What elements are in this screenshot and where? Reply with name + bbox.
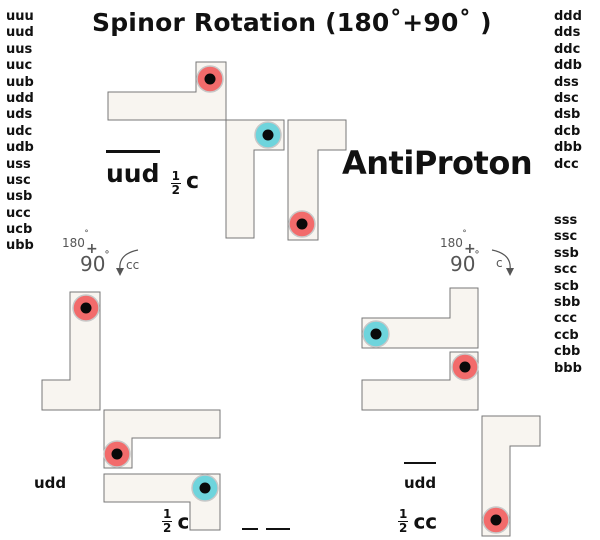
rot-left-plus: + xyxy=(86,241,98,257)
cyan-spin-ball xyxy=(191,474,219,502)
left-combo-item: udd xyxy=(6,90,34,106)
red-spin-ball xyxy=(72,294,100,322)
top-fraction: 1 2 xyxy=(170,169,181,197)
cyan-spin-ball xyxy=(362,320,390,348)
rot-right-deg1: ˚ xyxy=(462,230,467,241)
bottom-right-fraction-den: 2 xyxy=(399,521,408,535)
right-combo-b-item: ccb xyxy=(554,327,579,343)
cw-arrow-icon xyxy=(491,249,514,276)
particle-label: AntiProton xyxy=(342,144,533,182)
red-spin-ball xyxy=(482,506,510,534)
red-spin-ball xyxy=(288,210,316,238)
bottom-left-fraction-num: 1 xyxy=(162,507,173,522)
bottom-right-fraction-num: 1 xyxy=(398,507,409,522)
left-combo-item: uud xyxy=(6,25,34,41)
right-combo-a-item: dbb xyxy=(554,140,582,156)
rot-left-deg1: ˚ xyxy=(84,230,89,241)
right-combo-b-item: sss xyxy=(554,213,578,228)
piece-left-c xyxy=(103,473,221,531)
left-combo-item: uuc xyxy=(6,58,33,74)
top-fraction-den: 2 xyxy=(171,183,180,197)
bottom-right-spin: 1 2 cc xyxy=(398,508,437,535)
top-spin-dir: c xyxy=(186,169,200,194)
right-combo-a-item: dss xyxy=(554,74,579,90)
top-quark-label: uud 1 2 c xyxy=(106,150,200,197)
rot-left-90: 90 xyxy=(80,252,106,276)
piece-right-a xyxy=(361,287,479,349)
red-spin-ball xyxy=(451,353,479,381)
bottom-right-quark: udd xyxy=(404,462,437,492)
right-combo-a-item: dsb xyxy=(554,107,581,123)
left-combo-item: uds xyxy=(6,107,33,123)
top-fraction-num: 1 xyxy=(170,169,181,184)
bar-mark-2 xyxy=(266,528,290,530)
bar-mark-1 xyxy=(242,528,258,530)
rot-left-180: 180 xyxy=(62,236,85,250)
left-combo-item: ubb xyxy=(6,238,34,254)
piece-right-c xyxy=(481,415,541,537)
piece-left-b xyxy=(103,409,221,469)
left-combo-item: uss xyxy=(6,156,31,172)
right-combo-b-item: scc xyxy=(554,262,578,278)
bottom-left-spin-dir: c xyxy=(177,509,190,534)
right-combo-a-item: ddd xyxy=(554,9,582,24)
left-combo-item: ucc xyxy=(6,205,31,221)
left-combo-item: uuu xyxy=(6,9,34,24)
right-combo-a-item: dcc xyxy=(554,156,579,172)
bottom-left-spin: 1 2 c xyxy=(162,508,189,535)
red-spin-ball xyxy=(196,65,224,93)
cyan-spin-ball xyxy=(254,121,282,149)
right-combo-b-item: sbb xyxy=(554,294,581,310)
right-combo-a-item: ddc xyxy=(554,41,581,57)
rot-left-deg2: ˚ xyxy=(104,250,110,264)
rot-right-180: 180 xyxy=(440,236,463,250)
right-combo-b-item: cbb xyxy=(554,344,581,360)
rot-right-deg2: ˚ xyxy=(474,250,480,264)
red-spin-ball xyxy=(103,440,131,468)
rot-left-dir: cc xyxy=(126,258,140,272)
left-combo-item: usb xyxy=(6,189,33,205)
bottom-left-fraction: 1 2 xyxy=(162,507,173,535)
left-combo-item: udc xyxy=(6,123,33,139)
left-combo-item: usc xyxy=(6,172,31,188)
top-quark-text: uud xyxy=(106,150,160,188)
right-combo-a-item: ddb xyxy=(554,58,582,74)
bottom-right-spin-dir: cc xyxy=(413,509,438,534)
piece-top-c xyxy=(287,119,347,241)
left-combo-item: ucb xyxy=(6,222,33,238)
left-combo-item: udb xyxy=(6,140,34,156)
right-combo-b-item: bbb xyxy=(554,360,582,376)
right-combo-b-item: ssb xyxy=(554,245,579,261)
ccw-arrow-icon xyxy=(116,249,139,276)
page-title: Spinor Rotation (180˚+90˚ ) xyxy=(92,8,492,37)
rot-right-plus: + xyxy=(464,241,476,257)
rot-right-dir: c xyxy=(496,256,503,270)
bottom-right-fraction: 1 2 xyxy=(398,507,409,535)
bottom-left-quark: udd xyxy=(34,474,67,492)
rot-right-90: 90 xyxy=(450,252,476,276)
bottom-left-fraction-den: 2 xyxy=(163,521,172,535)
right-combo-a-item: dds xyxy=(554,25,581,41)
left-combo-item: uub xyxy=(6,74,34,90)
piece-right-b xyxy=(361,351,479,411)
right-combo-b-item: ssc xyxy=(554,229,578,245)
right-combo-b-item: ccc xyxy=(554,311,578,327)
right-combo-a-item: dsc xyxy=(554,90,579,106)
piece-top-b xyxy=(225,119,285,239)
right-combo-a-item: dcb xyxy=(554,123,581,139)
right-combo-b-item: scb xyxy=(554,278,579,294)
left-combo-item: uus xyxy=(6,41,33,57)
